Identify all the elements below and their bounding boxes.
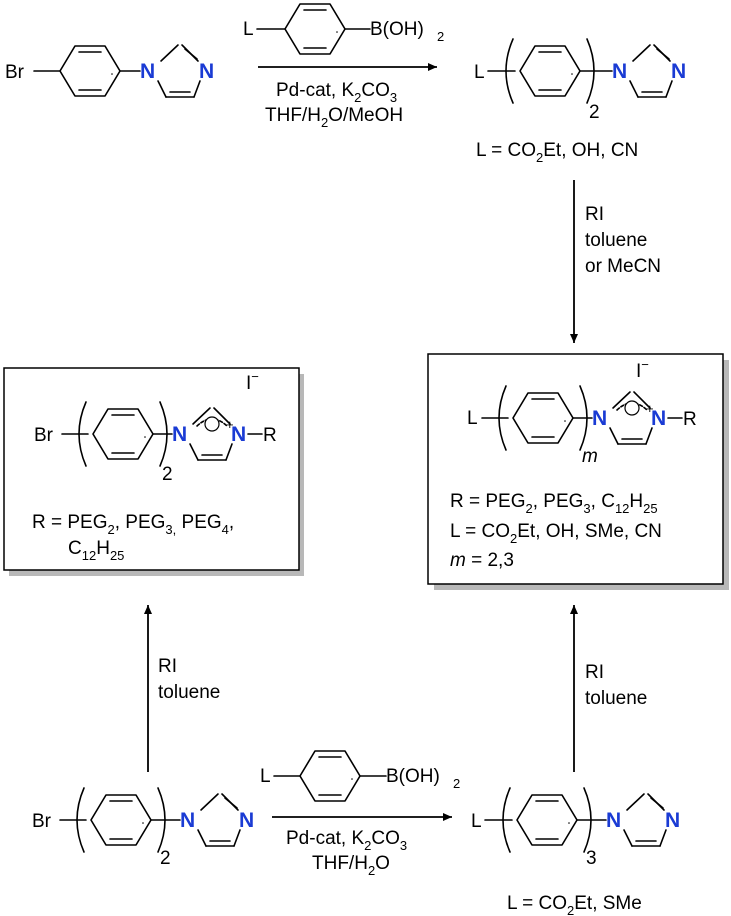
svg-text:R: R: [683, 409, 697, 430]
repeat-n3: 3: [586, 848, 597, 869]
svg-text:N: N: [651, 407, 666, 430]
box-left-bromo-imidazolium: I− Br 2 N + N R R = PEG2, PEG3, PEG4, C1…: [3, 367, 304, 576]
atom-n1: N: [140, 60, 155, 83]
conditions-right-down: RI toluene or MeCN: [585, 204, 661, 277]
atom-br: Br: [5, 62, 25, 83]
svg-text:L: L: [467, 408, 478, 429]
svg-text:toluene: toluene: [158, 682, 220, 703]
conditions-bottom: Pd-cat, K2CO3 THF/H2O: [286, 828, 407, 878]
repeat-n2: 2: [589, 102, 600, 123]
svg-text:B(OH): B(OH): [386, 766, 440, 787]
svg-text:N: N: [606, 809, 621, 832]
conditions-top: Pd-cat, K2CO3 THF/H2O/MeOH: [265, 80, 403, 130]
svg-text:L: L: [474, 62, 485, 83]
svg-text:2: 2: [437, 29, 444, 44]
svg-text:N: N: [592, 407, 607, 430]
iodide-right: I−: [636, 357, 649, 382]
svg-text:2: 2: [453, 776, 460, 791]
svg-text:N: N: [612, 60, 627, 83]
svg-text:N: N: [180, 809, 195, 832]
svg-text:N: N: [172, 423, 187, 446]
box-left-c12: C12H25: [68, 538, 124, 563]
box-left-r-groups: R = PEG2, PEG3, PEG4,: [32, 512, 234, 537]
product-top-substituents: L = CO2Et, OH, CN: [476, 140, 638, 165]
svg-text:2: 2: [160, 848, 171, 869]
repeat-m: m: [582, 446, 598, 467]
svg-text:RI: RI: [585, 662, 604, 683]
conditions-left-up: RI toluene: [158, 656, 220, 703]
box-right-r-groups: R = PEG2, PEG3, C12H25: [450, 491, 658, 516]
atom-n3: N: [199, 60, 214, 83]
svg-text:R: R: [263, 425, 277, 446]
svg-text:N: N: [671, 60, 686, 83]
box-right-imidazolium: I− L m N + N R R = PEG2, PEG3, C12H25 L …: [427, 353, 729, 590]
svg-text:RI: RI: [585, 204, 604, 225]
svg-text:RI: RI: [158, 656, 177, 677]
svg-text:or MeCN: or MeCN: [585, 256, 661, 277]
svg-text:THF/H2O/MeOH: THF/H2O/MeOH: [265, 105, 403, 130]
svg-text:L: L: [260, 766, 271, 787]
product-biphenyl-imidazole: L 2 N N: [474, 38, 686, 123]
conditions-right-up: RI toluene: [585, 662, 647, 709]
svg-text:Br: Br: [32, 811, 52, 832]
svg-text:THF/H2O: THF/H2O: [312, 853, 390, 878]
reactant-bromophenyl-imidazole: Br N N: [5, 44, 214, 98]
svg-text:N: N: [239, 809, 254, 832]
product-bottom-substituents: L = CO2Et, SMe: [507, 893, 642, 916]
box-right-m-values: m = 2,3: [450, 550, 514, 571]
box-right-l-groups: L = CO2Et, OH, SMe, CN: [450, 521, 662, 546]
svg-text:N: N: [231, 423, 246, 446]
product-terphenyl-imidazole: L 3 N N: [471, 787, 680, 869]
svg-text:+: +: [226, 417, 234, 432]
atom-l: L: [243, 19, 254, 40]
svg-text:N: N: [665, 809, 680, 832]
iodide-left: I−: [246, 369, 259, 394]
svg-text:Br: Br: [34, 425, 54, 446]
svg-text:L: L: [471, 811, 482, 832]
reactant-bromobiphenyl-imidazole: Br 2 N N: [32, 787, 254, 869]
svg-text:toluene: toluene: [585, 688, 647, 709]
reagent-boronic-acid-top: L B(OH) 2: [243, 3, 444, 55]
svg-text:toluene: toluene: [585, 230, 647, 251]
reagent-boronic-acid-bottom: L B(OH) 2: [260, 750, 460, 802]
svg-text:2: 2: [162, 464, 173, 485]
svg-text:Pd-cat, K2CO3: Pd-cat, K2CO3: [276, 80, 397, 105]
boronic-acid-label: B(OH): [370, 19, 424, 40]
svg-text:+: +: [646, 401, 654, 416]
svg-text:Pd-cat, K2CO3: Pd-cat, K2CO3: [286, 828, 407, 853]
